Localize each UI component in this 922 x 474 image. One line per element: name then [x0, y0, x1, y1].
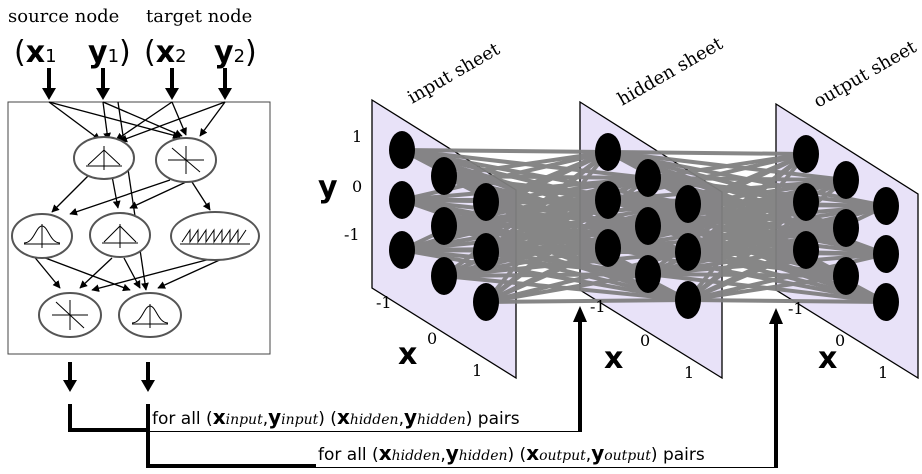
bottom-line-1: for all (xinput,yinput) (xhidden,yhidden… — [152, 405, 520, 429]
output-sheet-label: output sheet — [810, 36, 921, 112]
y-tick-0: 0 — [352, 177, 362, 196]
x-axis-hidden: x -1 0 1 — [590, 297, 694, 382]
substrate-connection — [606, 150, 808, 156]
x-tick: 1 — [472, 361, 482, 380]
substrate-connection — [484, 150, 610, 304]
substrate-connection — [400, 148, 610, 154]
hidden-sheet-label: hidden sheet — [614, 33, 727, 110]
x-tick: 1 — [684, 363, 694, 382]
input-sheet-node — [389, 131, 415, 169]
cppn-connections — [31, 101, 226, 292]
y-tick-minus1: -1 — [344, 225, 360, 244]
source-node-label: source node — [8, 6, 119, 27]
x-axis-input: x -1 0 1 — [376, 293, 482, 380]
output-sheet-node — [833, 161, 859, 199]
substrate-connection — [442, 198, 610, 278]
output-sheet-node — [833, 209, 859, 247]
target-node-label: target node — [146, 6, 252, 27]
substrate-connection — [484, 298, 690, 304]
substrate-connection — [686, 298, 888, 304]
substrate-connection — [646, 152, 808, 276]
substrate-connection — [400, 150, 610, 202]
x-axis-label: x — [818, 341, 837, 376]
x-tick: 1 — [878, 363, 888, 382]
substrate-connection — [646, 248, 808, 276]
output-sheet-node — [873, 187, 899, 225]
cppn-output-arrows — [63, 362, 155, 392]
input-x2: (x2 — [144, 35, 187, 70]
substrate-connection — [442, 150, 610, 178]
substrate-connection — [686, 248, 808, 302]
substrate-connection — [686, 152, 808, 302]
input-sheet-node — [473, 183, 499, 221]
input-sheet-node — [431, 257, 457, 295]
substrate-connection — [686, 274, 848, 302]
substrate-connection — [686, 200, 808, 302]
hidden-sheet-node — [635, 159, 661, 197]
arrow-to-output — [769, 308, 783, 324]
input-y2: y2) — [214, 35, 257, 70]
hidden-sheet-node — [675, 281, 701, 319]
substrate-connection — [484, 198, 610, 304]
activation-glyphs — [23, 146, 250, 330]
input-sheet-node — [431, 157, 457, 195]
hidden-sheet-node — [595, 181, 621, 219]
substrate-connection — [646, 200, 808, 276]
input-sheet-node — [473, 233, 499, 271]
x-axis-label: x — [398, 337, 417, 372]
hidden-sheet-node — [595, 229, 621, 267]
arrow-to-hidden — [573, 306, 587, 322]
input-y1: y1) — [88, 35, 131, 70]
x-axis-output: x -1 0 1 — [788, 299, 888, 382]
y-axis-label: y — [318, 170, 338, 205]
cppn-inputs: (x1 y1) (x2 y2) — [14, 35, 257, 70]
substrate-connection — [484, 246, 610, 304]
y-tick-1: 1 — [352, 127, 362, 146]
output-sheet-node — [793, 183, 819, 221]
x-tick: 0 — [427, 329, 437, 348]
x-tick: 0 — [835, 331, 845, 350]
substrate-connection — [442, 246, 610, 278]
substrate-connection — [646, 152, 808, 180]
input-sheet-label: input sheet — [404, 38, 504, 108]
hidden-sheet-node — [635, 255, 661, 293]
substrate-connection — [442, 150, 610, 278]
substrate-connection — [400, 198, 610, 252]
x-tick: -1 — [590, 297, 606, 316]
input-sheet-node — [389, 231, 415, 269]
output-sheet-node — [873, 235, 899, 273]
x-tick: -1 — [788, 299, 804, 318]
bottom-line-2: for all (xhidden,yhidden) (xoutput,youtp… — [318, 441, 705, 465]
substrate-connection — [484, 272, 650, 304]
input-sheet-node — [473, 283, 499, 321]
cppn-nodes — [11, 136, 260, 338]
x-axis-label: x — [604, 341, 623, 376]
hidden-sheet-node — [635, 207, 661, 245]
input-x1: (x1 — [14, 35, 57, 70]
input-arrows — [42, 68, 232, 100]
input-sheet-node — [389, 181, 415, 219]
input-sheet-node — [431, 207, 457, 245]
hidden-sheet-node — [675, 185, 701, 223]
x-tick: 0 — [640, 331, 650, 350]
cppn-node-sawtooth — [170, 211, 260, 261]
output-sheet-node — [793, 231, 819, 269]
output-sheet-node — [793, 135, 819, 173]
hidden-sheet-node — [675, 233, 701, 271]
output-sheet-node — [873, 283, 899, 321]
substrate-nodes — [389, 131, 899, 321]
output-sheet-node — [833, 257, 859, 295]
x-tick: -1 — [376, 293, 392, 312]
hidden-sheet-node — [595, 133, 621, 171]
substrate — [371, 98, 919, 380]
